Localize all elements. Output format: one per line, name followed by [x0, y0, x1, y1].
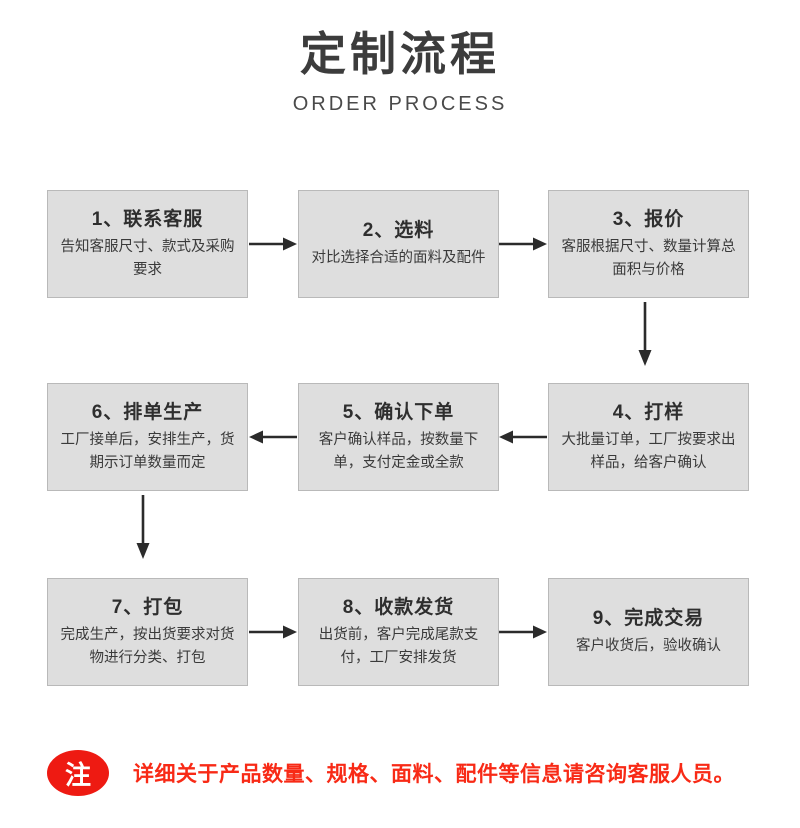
flow-step-title: 7、打包 — [111, 596, 184, 618]
arrow-right-icon-2 — [499, 236, 547, 252]
flow-step-desc: 出货前，客户完成尾款支付，工厂安排发货 — [318, 626, 479, 666]
page-subtitle: ORDER PROCESS — [292, 93, 508, 115]
flow-step-6: 6、排单生产 工厂接单后，安排生产，货期示订单数量而定 — [47, 383, 248, 491]
flow-step-4: 4、打样 大批量订单，工厂按要求出样品，给客户确认 — [548, 383, 749, 491]
flow-step-title: 3、报价 — [612, 208, 685, 230]
flow-step-desc: 大批量订单，工厂按要求出样品，给客户确认 — [561, 431, 736, 471]
flow-step-title: 9、完成交易 — [592, 608, 705, 629]
flow-step-desc: 工厂接单后，安排生产，货期示订单数量而定 — [60, 431, 235, 471]
order-process-flow: 1、联系客服 告知客服尺寸、款式及采购要求 2、选料 对比选择合适的面料及配件 … — [47, 190, 750, 686]
flow-step-5: 5、确认下单 客户确认样品，按数量下单，支付定金或全款 — [298, 383, 499, 491]
flow-step-9: 9、完成交易 客户收货后，验收确认 — [548, 578, 749, 686]
arrow-left-icon-1 — [249, 429, 297, 445]
arrow-right-icon-4 — [499, 624, 547, 640]
flow-step-desc: 客户收货后，验收确认 — [576, 638, 721, 654]
flow-step-title: 1、联系客服 — [91, 208, 204, 230]
flow-step-7: 7、打包 完成生产，按出货要求对货物进行分类、打包 — [47, 578, 248, 686]
flow-step-title: 6、排单生产 — [91, 401, 204, 423]
flow-step-1: 1、联系客服 告知客服尺寸、款式及采购要求 — [47, 190, 248, 298]
flow-row-3: 7、打包 完成生产，按出货要求对货物进行分类、打包 8、收款发货 出货前，客户完… — [47, 578, 750, 686]
flow-step-desc: 客户确认样品，按数量下单，支付定金或全款 — [318, 431, 479, 471]
arrow-right-icon-3 — [249, 624, 297, 640]
flow-step-8: 8、收款发货 出货前，客户完成尾款支付，工厂安排发货 — [298, 578, 499, 686]
arrow-right-icon-1 — [249, 236, 297, 252]
page-title: 定制流程 — [300, 28, 500, 80]
note-text: 详细关于产品数量、规格、面料、配件等信息请咨询客服人员。 — [133, 763, 735, 786]
flow-step-title: 2、选料 — [362, 220, 435, 241]
arrow-down-icon-right — [637, 302, 653, 366]
flow-step-desc: 对比选择合适的面料及配件 — [311, 250, 486, 266]
footer-note: 注 详细关于产品数量、规格、面料、配件等信息请咨询客服人员。 — [47, 747, 753, 799]
page-header: 定制流程 ORDER PROCESS — [0, 26, 800, 118]
flow-row-2: 6、排单生产 工厂接单后，安排生产，货期示订单数量而定 5、确认下单 客户确认样… — [47, 383, 750, 559]
flow-step-title: 5、确认下单 — [342, 401, 455, 423]
flow-step-desc: 客服根据尺寸、数量计算总面积与价格 — [561, 238, 736, 278]
arrow-down-icon-left — [135, 495, 151, 559]
flow-step-title: 4、打样 — [612, 401, 685, 423]
flow-step-3: 3、报价 客服根据尺寸、数量计算总面积与价格 — [548, 190, 749, 298]
flow-row-1: 1、联系客服 告知客服尺寸、款式及采购要求 2、选料 对比选择合适的面料及配件 … — [47, 190, 750, 366]
flow-step-desc: 告知客服尺寸、款式及采购要求 — [60, 238, 235, 278]
arrow-left-icon-2 — [499, 429, 547, 445]
flow-step-title: 8、收款发货 — [342, 596, 455, 618]
flow-step-desc: 完成生产，按出货要求对货物进行分类、打包 — [60, 626, 235, 666]
flow-step-2: 2、选料 对比选择合适的面料及配件 — [298, 190, 499, 298]
note-badge-icon: 注 — [47, 750, 109, 796]
